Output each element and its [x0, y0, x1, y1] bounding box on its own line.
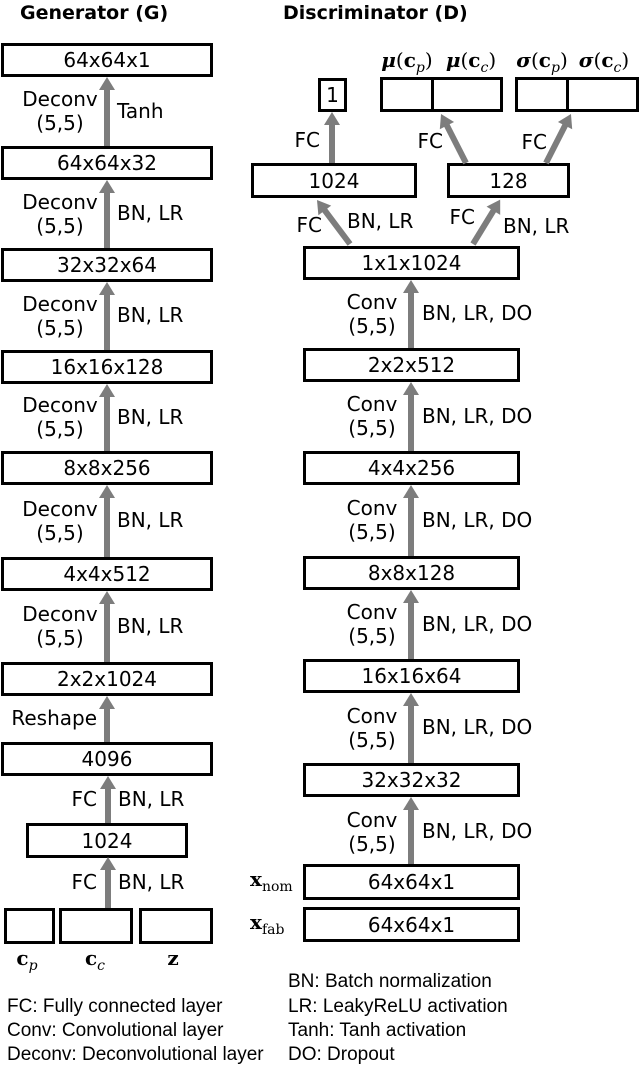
mu-output-box [380, 77, 503, 112]
op-label-conv: Conv(5,5) [346, 496, 398, 544]
generator-layer-box: 1024 [26, 823, 188, 858]
generator-layer-box: 64x64x32 [1, 146, 213, 180]
arrow-diagonal-icon [543, 110, 579, 165]
op-label-activation: BN, LR [117, 405, 184, 429]
op-label-activation: BN, LR, DO [422, 404, 533, 428]
bnlr-label-right: BN, LR [503, 214, 570, 238]
discriminator-layer-box: 32x32x32 [303, 763, 520, 797]
input-label-xfab: xfab [250, 910, 285, 938]
op-label-activation: BN, LR [118, 787, 185, 811]
op-label-conv: Conv(5,5) [346, 808, 398, 856]
op-label-activation: BN, LR, DO [422, 819, 533, 843]
op-label-fc: FC [71, 787, 97, 811]
op-label-deconv: Deconv(5,5) [22, 393, 98, 441]
input-label-cc: cc [84, 946, 106, 974]
mu-cc-cell [431, 80, 500, 109]
generator-layer-box: 64x64x1 [1, 43, 213, 77]
op-label-activation: BN, LR [117, 508, 184, 532]
input-label-cp: cp [16, 946, 38, 974]
generator-layer-box: 16x16x128 [1, 350, 213, 384]
op-label-conv: Conv(5,5) [346, 392, 398, 440]
fc-label-score: FC [294, 128, 320, 152]
fc-label-right: FC [449, 205, 475, 229]
op-label-activation: BN, LR, DO [422, 715, 533, 739]
legend-tanh: Tanh: Tanh activation [288, 1020, 467, 1041]
op-label-deconv: Deconv(5,5) [22, 87, 98, 135]
discriminator-score-box: 1 [318, 78, 347, 112]
discriminator-layer-box: 1x1x1024 [303, 246, 520, 280]
discriminator-input-box-xnom: 64x64x1 [303, 864, 520, 900]
bnlr-label-left: BN, LR [347, 209, 414, 233]
op-label-reshape: Reshape [11, 706, 97, 730]
generator-layer-box: 8x8x256 [1, 451, 213, 485]
discriminator-fc-box-128: 128 [447, 163, 570, 198]
generator-layer-box: 4096 [1, 742, 213, 776]
legend-fc: FC: Fully connected layer [7, 996, 223, 1017]
generator-input-box-z [139, 908, 213, 944]
discriminator-layer-box: 4x4x256 [303, 451, 520, 485]
sigma-cc-cell [566, 80, 636, 109]
op-label-deconv: Deconv(5,5) [22, 190, 98, 238]
fc-label-sigma: FC [521, 130, 547, 154]
generator-layer-box: 32x32x64 [1, 248, 213, 282]
input-label-xnom: xnom [250, 867, 293, 895]
discriminator-layer-box: 16x16x64 [303, 659, 520, 693]
input-label-z: z [167, 946, 179, 970]
mu-cp-cell [383, 80, 431, 109]
op-label-deconv: Deconv(5,5) [22, 292, 98, 340]
sigma-cc-label: σ(cc) [578, 48, 630, 76]
op-label-activation: BN, LR, DO [422, 612, 533, 636]
sigma-output-box [515, 77, 639, 112]
op-label-fc: FC [71, 870, 97, 894]
op-label-deconv: Deconv(5,5) [22, 497, 98, 545]
op-label-activation: Tanh [117, 99, 164, 123]
op-label-conv: Conv(5,5) [346, 600, 398, 648]
op-label-conv: Conv(5,5) [346, 704, 398, 752]
op-label-deconv: Deconv(5,5) [22, 602, 98, 650]
op-label-activation: BN, LR, DO [422, 301, 533, 325]
sigma-cp-label: σ(cp) [516, 48, 568, 76]
fc-label-mu: FC [417, 129, 443, 153]
mu-cp-label: μ(cp) [381, 48, 433, 76]
discriminator-layer-box: 8x8x128 [303, 556, 520, 590]
discriminator-fc-box-1024: 1024 [251, 163, 417, 198]
discriminator-layer-box: 2x2x512 [303, 348, 520, 382]
op-label-activation: BN, LR [117, 303, 184, 327]
legend-bn: BN: Batch normalization [288, 971, 492, 992]
generator-layer-box: 4x4x512 [1, 557, 213, 591]
op-label-activation: BN, LR [117, 614, 184, 638]
generator-layer-box: 2x2x1024 [1, 662, 213, 696]
legend-conv: Conv: Convolutional layer [7, 1020, 224, 1041]
generator-input-box-cc [59, 908, 133, 944]
discriminator-title: Discriminator (D) [283, 2, 468, 24]
op-label-conv: Conv(5,5) [346, 290, 398, 338]
generator-title: Generator (G) [20, 2, 169, 24]
sigma-cp-cell [518, 80, 566, 109]
op-label-activation: BN, LR, DO [422, 508, 533, 532]
mu-cc-label: μ(cc) [445, 48, 497, 76]
arrow-diagonal-icon [470, 195, 507, 246]
legend-do: DO: Dropout [288, 1044, 395, 1065]
legend-lr: LR: LeakyReLU activation [288, 996, 508, 1017]
discriminator-input-box-xfab: 64x64x1 [303, 907, 520, 942]
fc-label-left: FC [296, 213, 322, 237]
generator-input-box-cp [4, 908, 55, 944]
legend-deconv: Deconv: Deconvolutional layer [7, 1044, 264, 1065]
op-label-activation: BN, LR [117, 201, 184, 225]
op-label-activation: BN, LR [118, 870, 185, 894]
arrow-diagonal-icon [433, 110, 469, 165]
